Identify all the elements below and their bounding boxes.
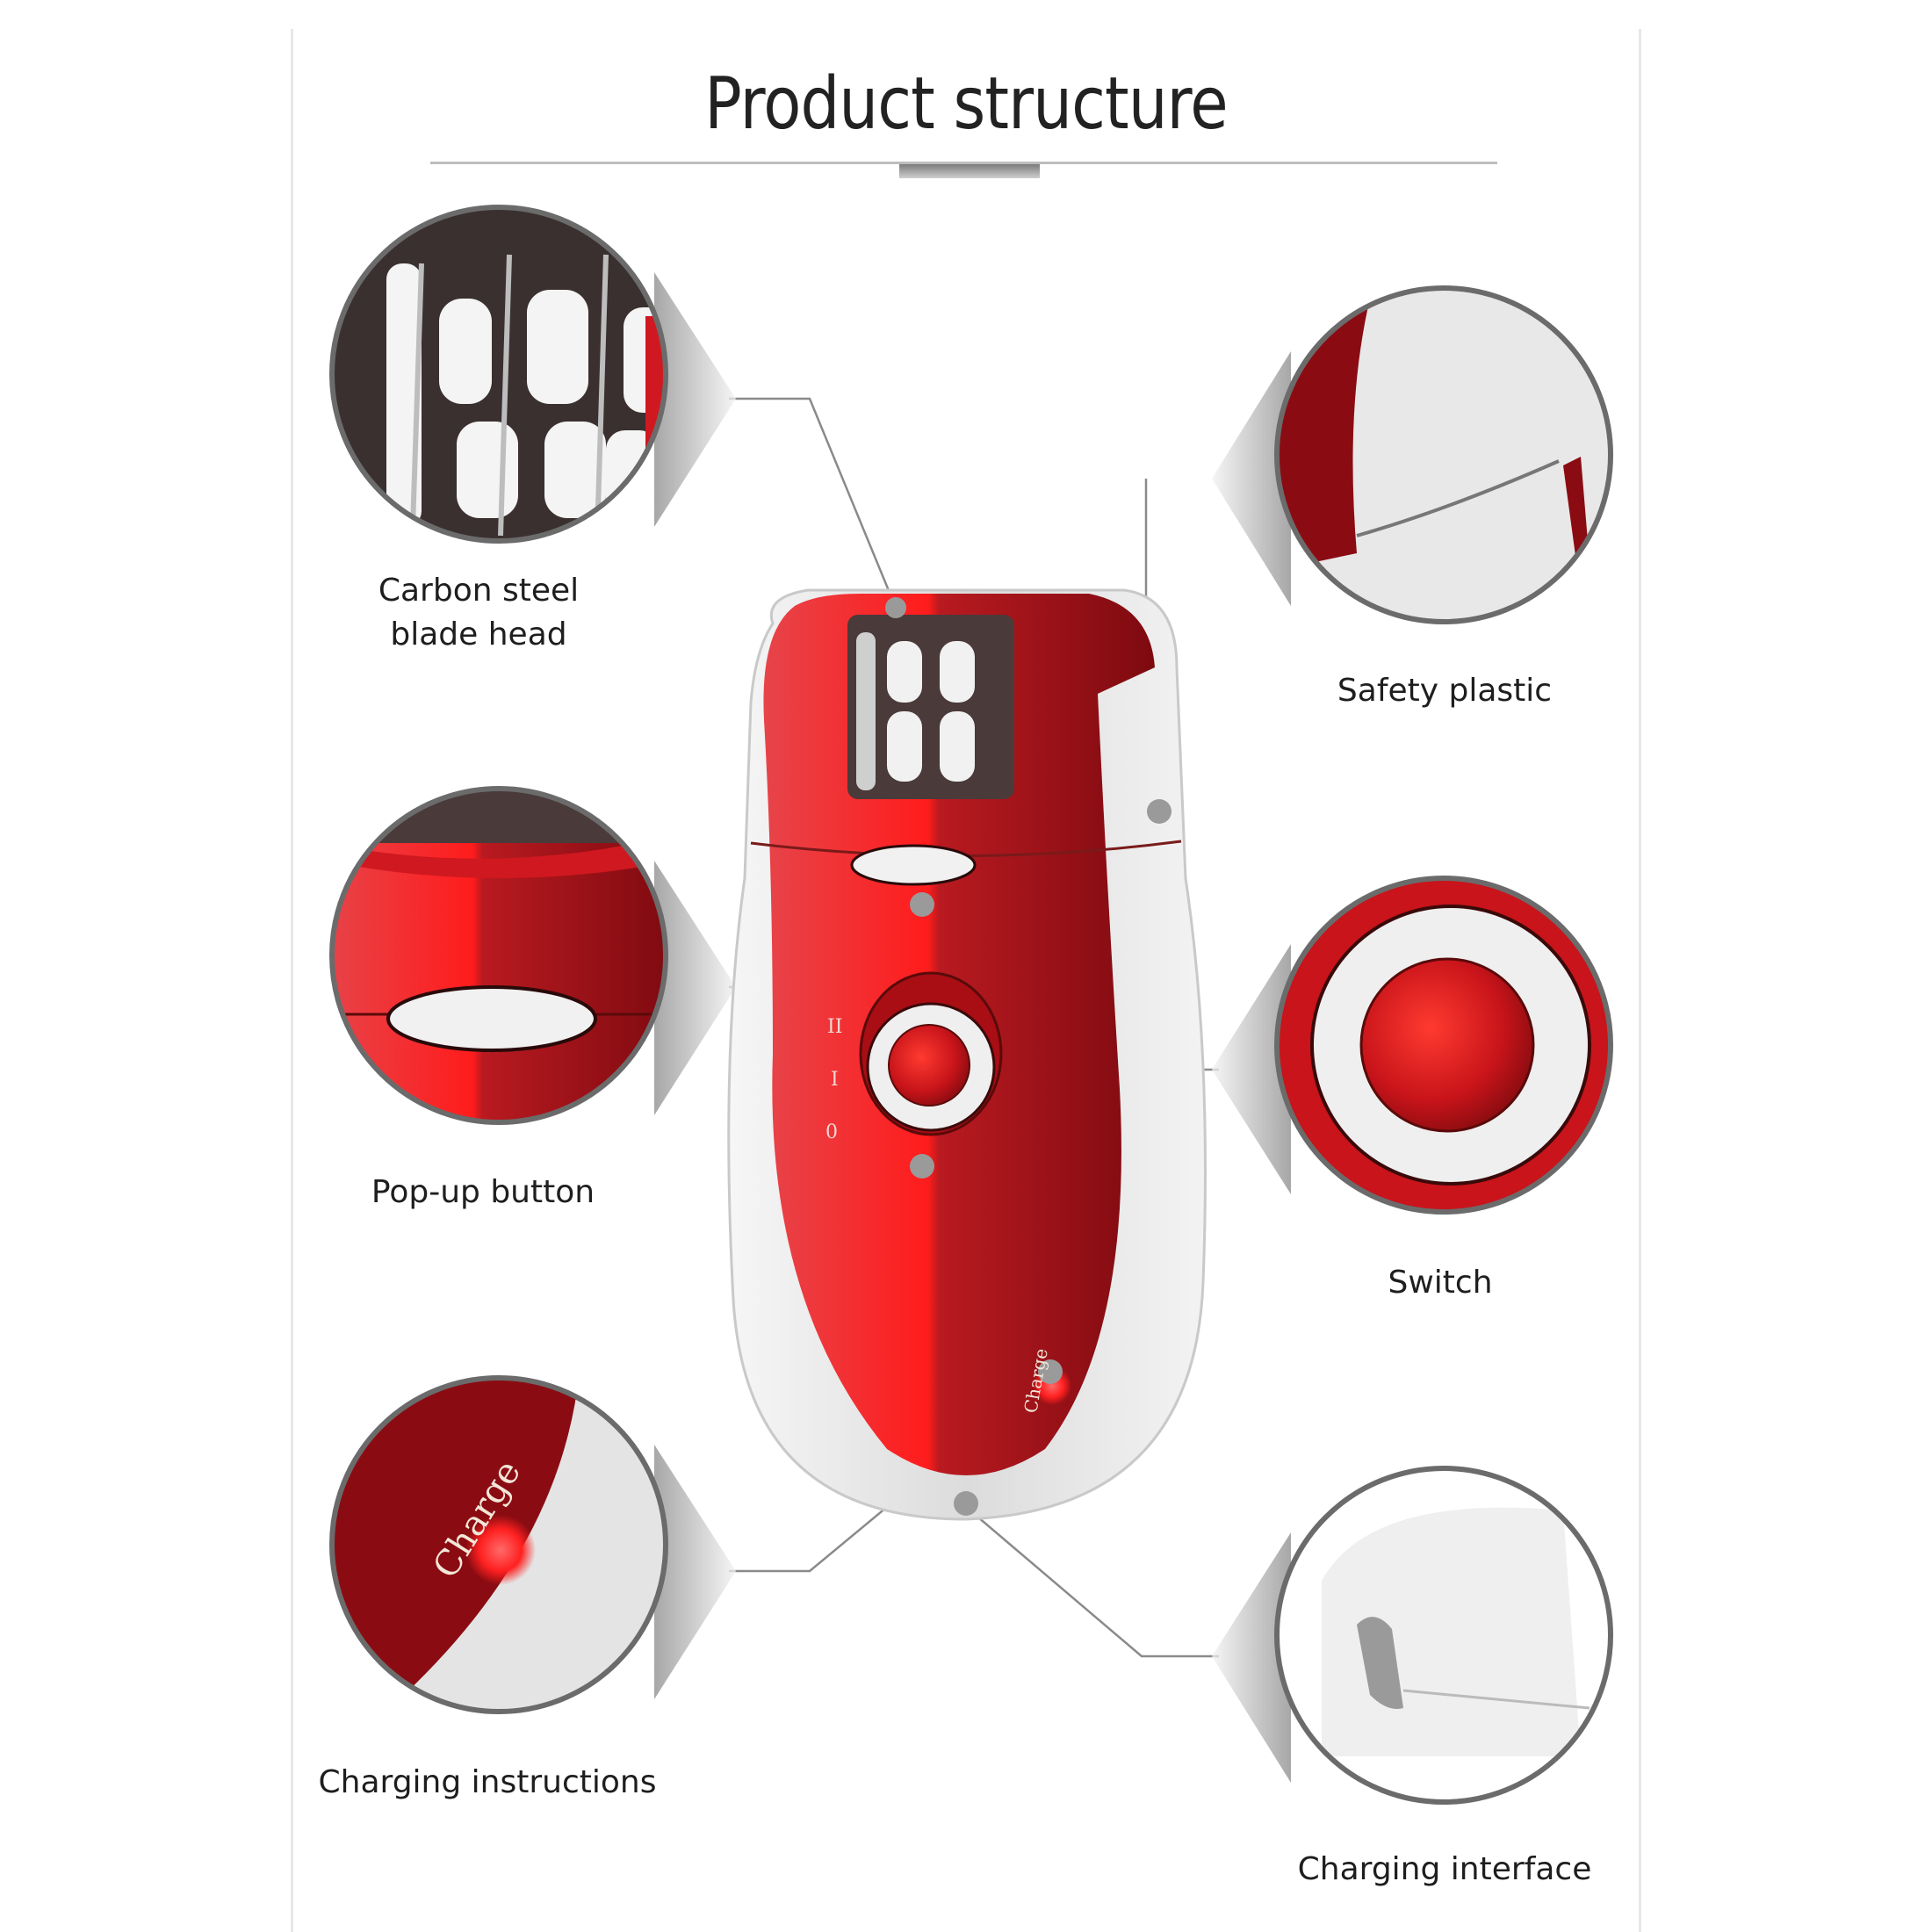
switch-marks: II I 0 xyxy=(825,1016,842,1143)
popup-button-inset xyxy=(332,789,666,1122)
switch-inset xyxy=(1277,878,1611,1212)
page-title: Product structure xyxy=(704,62,1228,146)
callout-label-popup-button: Pop-up button xyxy=(371,1174,595,1210)
callout-label-switch: Switch xyxy=(1388,1265,1493,1301)
svg-text:II: II xyxy=(827,1016,842,1038)
charging-instructions-inset xyxy=(332,1378,666,1712)
epilator-device xyxy=(727,588,1207,1521)
callout-label-safety-plastic: Safety plastic xyxy=(1337,673,1553,709)
svg-text:I: I xyxy=(831,1069,839,1091)
svg-text:0: 0 xyxy=(825,1121,838,1143)
callout-label-blade-head: Carbon steel blade head xyxy=(378,573,580,652)
title-divider-tab xyxy=(899,164,1040,178)
callout-label-charging-interface: Charging interface xyxy=(1297,1851,1592,1887)
blade-head-inset xyxy=(332,207,666,541)
frame-left-edge xyxy=(291,29,293,1932)
frame-right-edge xyxy=(1639,29,1641,1932)
title-divider xyxy=(430,162,1497,164)
callout-label-charging-instructions: Charging instructions xyxy=(318,1764,657,1800)
charging-interface-inset xyxy=(1277,1468,1611,1802)
